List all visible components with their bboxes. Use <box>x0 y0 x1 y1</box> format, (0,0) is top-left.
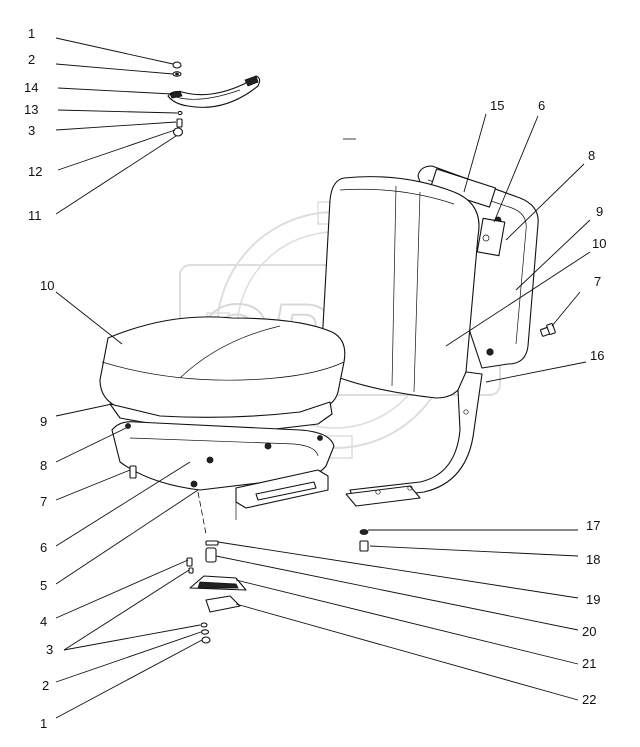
pin-part-3-top <box>176 118 183 128</box>
callout-20: 20 <box>582 624 596 639</box>
leader-lines <box>55 37 591 719</box>
strap-part-14-inner <box>175 89 241 100</box>
callout-15: 15 <box>490 98 504 113</box>
seat-assembly <box>99 316 346 520</box>
callout-8-left: 8 <box>40 458 47 473</box>
frame-bolt-3 <box>264 442 272 450</box>
callout-7-left: 7 <box>40 494 47 509</box>
callout-2-top: 2 <box>28 52 35 67</box>
bracket-part-6-top <box>476 217 506 257</box>
backrest-cushion-seam-1 <box>391 185 397 387</box>
screw-part-4 <box>186 557 193 567</box>
callout-22: 22 <box>582 692 596 707</box>
washer-part-13 <box>177 110 183 116</box>
assembly-center-line <box>197 491 207 535</box>
callout-6-top: 6 <box>538 98 545 113</box>
cap-part-12 <box>172 127 184 137</box>
callout-19: 19 <box>586 592 600 607</box>
pin-part-19 <box>205 540 219 546</box>
support-hole-1 <box>463 409 469 415</box>
pad-part-22 <box>205 595 241 613</box>
bolt-part-18 <box>359 540 369 552</box>
callout-12: 12 <box>28 164 42 179</box>
callout-labels: 1 2 14 13 3 12 11 15 6 8 9 10 7 16 10 9 … <box>24 26 606 731</box>
support-bracket-part-16 <box>345 371 483 507</box>
seat-cushion-crease <box>101 361 345 381</box>
callout-14: 14 <box>24 80 38 95</box>
backrest-frame-inner <box>427 179 527 345</box>
support-hole-3 <box>375 489 381 495</box>
callout-6-left: 6 <box>40 540 47 555</box>
lower-fastener-group <box>186 138 369 644</box>
callout-2-bottom: 2 <box>42 678 49 693</box>
callout-9-right: 9 <box>596 204 603 219</box>
frame-bolt-4 <box>317 435 323 441</box>
backrest-cushion-part-15 <box>321 176 480 399</box>
nut-part-1 <box>172 61 182 69</box>
top-fastener-group <box>167 61 261 137</box>
slider-handle <box>255 481 317 501</box>
backrest-cushion-seam-2 <box>413 191 421 393</box>
seat-frame-part-8 <box>111 421 335 491</box>
pin-part-3-lower <box>188 567 194 574</box>
callout-9-left: 9 <box>40 414 47 429</box>
callout-5: 5 <box>40 578 47 593</box>
seat-cushion-groove <box>179 325 281 379</box>
strap-part-14-left-clip <box>169 90 183 99</box>
washer-part-2-hole <box>175 72 179 76</box>
callout-10-left: 10 <box>40 278 54 293</box>
callout-18: 18 <box>586 552 600 567</box>
callout-17: 17 <box>586 518 600 533</box>
callout-3-top: 3 <box>28 123 35 138</box>
backrest-bolt-b <box>486 348 494 356</box>
backrest-assembly <box>321 165 539 399</box>
support-bracket-flange <box>345 485 421 507</box>
washer-part-2-lower <box>200 629 210 635</box>
callout-21: 21 <box>582 656 596 671</box>
frame-bolt-1 <box>125 423 131 429</box>
callout-13: 13 <box>24 102 38 117</box>
strap-part-14-clip <box>244 75 259 87</box>
frame-bolt-5 <box>190 480 198 488</box>
callout-1-top: 1 <box>28 26 35 41</box>
bracket-hole <box>482 234 490 242</box>
callout-16: 16 <box>590 348 604 363</box>
bolt-part-7-right <box>540 323 556 337</box>
washer-part-17 <box>359 529 369 535</box>
callout-8-right: 8 <box>588 148 595 163</box>
callout-3-bottom: 3 <box>46 642 53 657</box>
nut-part-1-lower <box>201 636 211 644</box>
callout-10-right: 10 <box>592 236 606 251</box>
mount-part-21-top <box>197 581 239 589</box>
washer-part-3-lower <box>200 622 208 628</box>
callout-1-bottom: 1 <box>40 716 47 731</box>
seat-frame-inner <box>129 437 319 457</box>
bolt-part-7-left <box>129 465 137 479</box>
callout-7-right: 7 <box>594 274 601 289</box>
seat-cushion-part-10 <box>99 316 346 423</box>
support-hole-2 <box>407 485 413 491</box>
callout-11: 11 <box>28 208 42 223</box>
frame-bolt-2 <box>206 456 214 464</box>
callout-4: 4 <box>40 614 47 629</box>
support-bracket-body <box>349 371 483 501</box>
bushing-part-20 <box>205 547 217 563</box>
backrest-cushion-crease <box>339 188 455 205</box>
